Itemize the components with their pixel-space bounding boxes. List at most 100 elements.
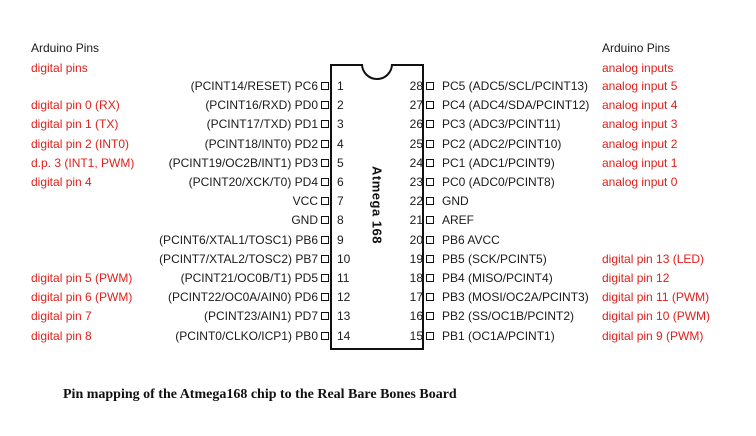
pin-number-left: 5 (337, 155, 344, 170)
arduino-label-left: digital pin 2 (INT0) (31, 136, 130, 151)
pin-number-left: 13 (337, 309, 351, 324)
pin-box-right (426, 178, 434, 186)
pin-box-left (321, 82, 329, 90)
pin-number-left: 8 (337, 213, 344, 228)
pin-number-right: 25 (409, 136, 423, 151)
pin-name-left: (PCINT16/RXD) PD0 (205, 98, 318, 113)
pin-box-left (321, 274, 329, 282)
pin-number-left: 14 (337, 328, 351, 343)
pin-name-right: AREF (442, 213, 475, 228)
arduino-label-right: analog input 1 (602, 155, 678, 170)
pin-box-left (321, 312, 329, 321)
pin-number-right: 21 (409, 213, 423, 228)
pin-name-left: (PCINT6/XTAL1/TOSC1) PB6 (159, 232, 318, 247)
pin-box-right (426, 235, 434, 244)
pin-box-right (426, 101, 434, 110)
arduino-label-left: digital pin 7 (31, 309, 92, 324)
pin-number-right: 22 (409, 194, 423, 209)
pin-name-left: (PCINT23/AIN1) PD7 (203, 309, 318, 324)
pin-name-left: (PCINT14/RESET) PC6 (190, 79, 318, 93)
pin-box-left (321, 120, 329, 129)
pin-name-right: PC1 (ADC1/PCINT9) (442, 155, 555, 170)
pin-number-right: 16 (409, 309, 423, 324)
chip-name: Atmega 168 (369, 166, 385, 244)
pin-number-right: 15 (409, 328, 423, 343)
pin-box-left (321, 139, 329, 148)
pin-number-left: 9 (337, 232, 344, 247)
pin-number-left: 7 (337, 194, 344, 209)
pin-name-left: (PCINT7/XTAL2/TOSC2) PB7 (159, 251, 318, 266)
pin-name-right: PB1 (OC1A/PCINT1) (442, 328, 555, 343)
pin-number-right: 27 (409, 98, 423, 113)
pin-number-left: 10 (337, 251, 351, 266)
pin-name-right: PB5 (SCK/PCINT5) (442, 251, 547, 266)
pin-box-right (426, 139, 434, 148)
arduino-label-right: analog input 2 (602, 136, 678, 151)
pin-number-right: 19 (409, 251, 423, 266)
pin-name-right: PB2 (SS/OC1B/PCINT2) (442, 309, 575, 324)
pin-box-right (426, 293, 434, 302)
arduino-label-left: digital pin 1 (TX) (31, 117, 119, 132)
pin-box-left (321, 216, 329, 225)
pin-number-right: 17 (409, 290, 423, 305)
pin-box-right (426, 254, 434, 263)
pin-name-right: PB4 (MISO/PCINT4) (442, 271, 553, 285)
pin-box-right (426, 312, 434, 321)
arduino-label-left: digital pin 5 (PWM) (31, 271, 133, 285)
pin-number-right: 20 (409, 232, 423, 247)
pin-name-left: (PCINT19/OC2B/INT1) PD3 (168, 155, 318, 170)
pin-number-left: 3 (337, 117, 344, 132)
pin-box-right (426, 158, 434, 167)
pin-box-left (321, 197, 329, 206)
arduino-label-right: analog input 3 (602, 117, 678, 132)
pin-number-left: 2 (337, 98, 344, 113)
arduino-label-left: digital pin 6 (PWM) (31, 290, 133, 305)
pin-number-left: 11 (337, 271, 350, 285)
pin-name-right: PB3 (MOSI/OC2A/PCINT3) (442, 290, 589, 305)
pin-name-right: PB6 AVCC (442, 232, 500, 247)
pin-name-left: (PCINT0/CLKO/ICP1) PB0 (175, 328, 318, 343)
pin-name-right: PC3 (ADC3/PCINT11) (442, 117, 561, 132)
chip-notch (361, 64, 393, 80)
pin-number-right: 24 (409, 155, 423, 170)
arduino-label-right: analog input 4 (602, 98, 678, 113)
arduino-label-right: analog input 5 (602, 79, 678, 93)
pin-name-right: PC4 (ADC4/SDA/PCINT12) (442, 98, 590, 113)
pin-box-left (321, 178, 329, 186)
pin-box-left (321, 331, 329, 340)
pin-number-left: 12 (337, 290, 351, 305)
pin-name-left: VCC (292, 194, 318, 209)
pin-name-left: (PCINT20/XCK/T0) PD4 (188, 175, 318, 189)
chip-top-edge-left (330, 64, 362, 66)
pin-box-right (426, 197, 434, 206)
left-header-subtitle: digital pins (31, 61, 88, 75)
pin-name-right: PC2 (ADC2/PCINT10) (442, 136, 562, 151)
pin-number-left: 6 (337, 175, 344, 189)
pin-name-left: (PCINT22/OC0A/AIN0) PD6 (167, 290, 318, 305)
right-header-title: Arduino Pins (602, 41, 671, 55)
pin-number-left: 4 (337, 136, 344, 151)
chip-body (330, 65, 424, 350)
pin-number-left: 1 (337, 79, 344, 93)
arduino-label-right: digital pin 13 (LED) (602, 251, 705, 266)
arduino-label-right: digital pin 9 (PWM) (602, 328, 704, 343)
left-header-title: Arduino Pins (31, 41, 100, 55)
arduino-label-right: digital pin 10 (PWM) (602, 309, 711, 324)
figure-caption: Pin mapping of the Atmega168 chip to the… (63, 387, 457, 402)
arduino-label-left: digital pin 0 (RX) (31, 98, 120, 113)
pin-box-right (426, 82, 434, 90)
pin-box-right (426, 120, 434, 129)
right-header-subtitle: analog inputs (602, 61, 674, 75)
pin-name-right: PC5 (ADC5/SCL/PCINT13) (442, 79, 589, 93)
pin-number-right: 26 (409, 117, 423, 132)
chip-top-edge-right (392, 64, 424, 66)
pin-number-right: 23 (409, 175, 423, 189)
pin-box-left (321, 158, 329, 167)
arduino-label-left: d.p. 3 (INT1, PWM) (31, 155, 135, 170)
pin-number-right: 18 (409, 271, 423, 285)
pin-name-left: GND (291, 213, 318, 228)
pin-box-left (321, 235, 329, 244)
pin-box-right (426, 331, 434, 340)
arduino-label-right: analog input 0 (602, 175, 678, 189)
